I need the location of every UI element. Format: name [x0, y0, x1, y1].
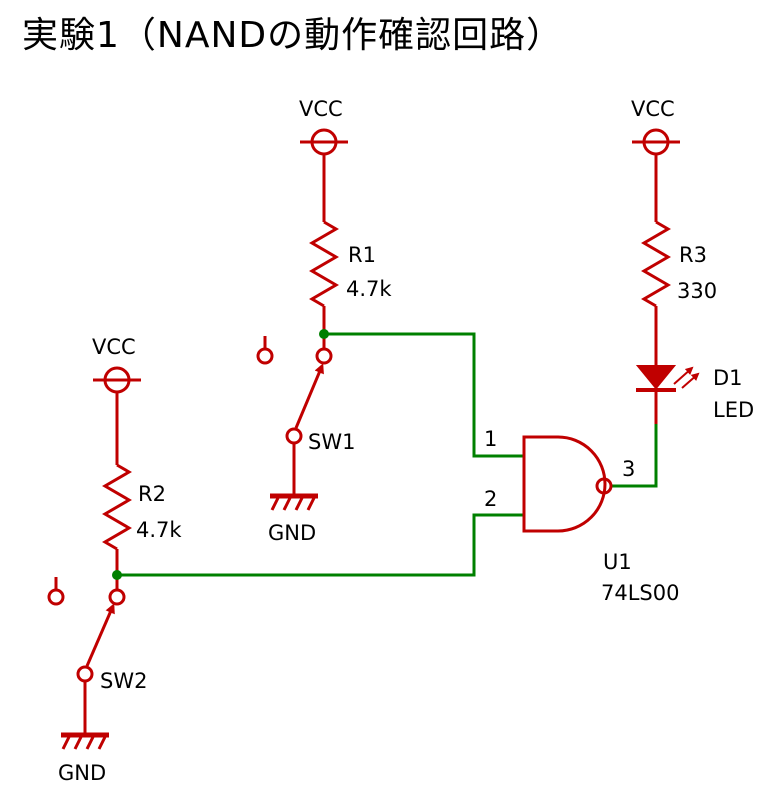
resistor-r1: R1 4.7k — [309, 220, 392, 334]
vcc-label-3: VCC — [631, 97, 675, 121]
vcc-label-2: VCC — [92, 335, 136, 359]
junction-dot-2 — [112, 570, 122, 580]
vcc-symbol-2: VCC — [92, 335, 141, 465]
gnd-symbol-2: GND — [58, 732, 109, 785]
switch-sw2: SW2 — [47, 575, 147, 735]
pin-2-label: 2 — [484, 487, 497, 511]
d1-ref: D1 — [713, 366, 743, 390]
r2-value: 4.7k — [136, 518, 182, 542]
resistor-r3: R3 330 — [641, 220, 717, 366]
gnd-label-1: GND — [268, 521, 316, 545]
switch-sw1: SW1 — [256, 334, 355, 496]
vcc-symbol-3: VCC — [631, 97, 680, 222]
r3-ref: R3 — [679, 243, 707, 267]
vcc-label-1: VCC — [299, 97, 343, 121]
r1-ref: R1 — [348, 243, 376, 267]
resistor-r2: R2 4.7k — [102, 463, 182, 575]
r1-value: 4.7k — [346, 277, 392, 301]
junction-dot-1 — [319, 329, 329, 339]
inverter-bubble — [595, 477, 613, 495]
led-d1: D1 LED — [635, 365, 754, 424]
u1-ref: U1 — [603, 550, 632, 574]
vcc-symbol-1: VCC — [299, 97, 348, 222]
net-wires — [112, 329, 658, 580]
nand-gate-u1: 1 2 3 U1 74LS00 — [484, 427, 679, 605]
gnd-symbol-1: GND — [268, 493, 318, 545]
u1-part: 74LS00 — [601, 581, 679, 605]
r3-value: 330 — [677, 279, 717, 303]
pin-1-label: 1 — [484, 427, 497, 451]
gnd-label-2: GND — [58, 761, 106, 785]
sw2-label: SW2 — [100, 669, 147, 693]
sw1-label: SW1 — [308, 430, 355, 454]
d1-value: LED — [713, 398, 754, 422]
pin-3-label: 3 — [622, 457, 635, 481]
page-title: 実験1（NANDの動作確認回路） — [22, 15, 564, 56]
r2-ref: R2 — [138, 482, 166, 506]
